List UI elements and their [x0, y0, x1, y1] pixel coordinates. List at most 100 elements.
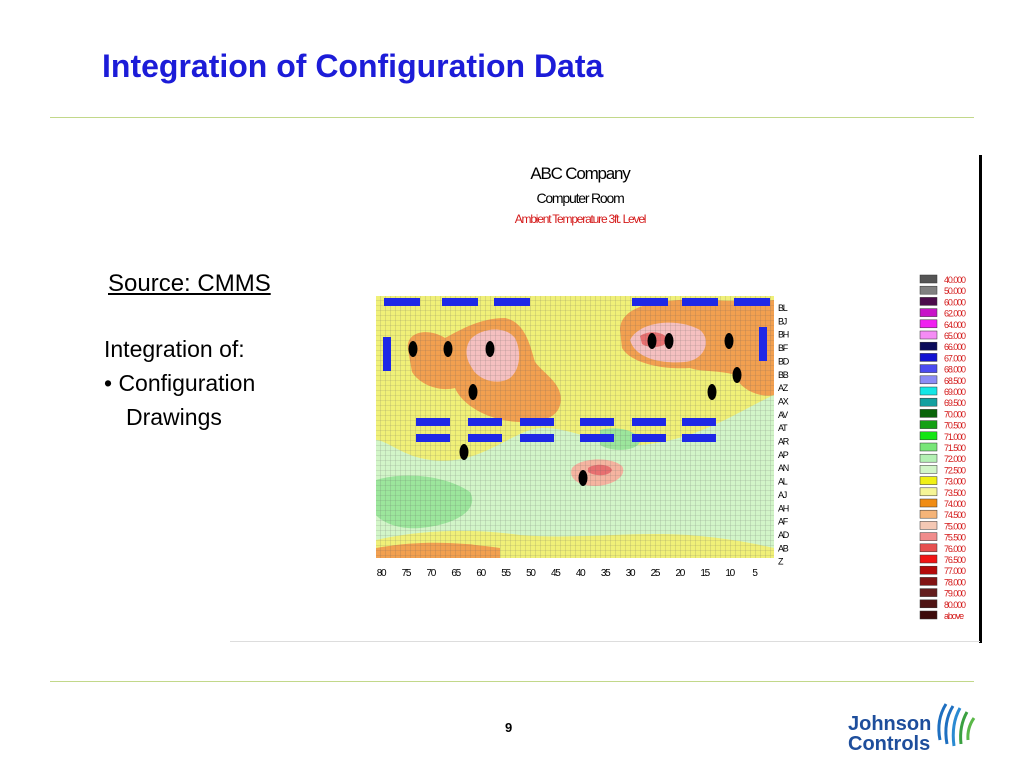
legend-label: 40.000: [944, 275, 966, 285]
legend-label: 67.000: [944, 353, 966, 363]
legend-label: 62.000: [944, 309, 966, 319]
legend-swatch: [919, 341, 938, 351]
rack-unit: [632, 418, 666, 426]
legend-label: 79.000: [944, 589, 966, 599]
legend-swatch: [919, 274, 938, 284]
x-tick-label: 45: [551, 568, 561, 579]
legend-label: 76.500: [944, 555, 966, 565]
legend-label: 76.000: [944, 544, 966, 554]
legend-swatch: [919, 375, 938, 385]
legend-swatch: [919, 308, 938, 317]
x-tick-label: 65: [451, 568, 461, 579]
y-tick-label: BJ: [778, 316, 787, 326]
sensor-marker: [732, 367, 742, 383]
y-tick-label: AV: [778, 410, 788, 420]
legend-label: 68.500: [944, 376, 966, 386]
rack-unit: [682, 298, 718, 306]
bullet-configuration: • Configuration: [104, 370, 256, 396]
johnson-controls-logo: Johnson Controls: [848, 700, 978, 758]
bullet-drawings: Drawings: [126, 404, 222, 430]
y-tick-label: AD: [778, 530, 790, 540]
rack-unit: [682, 434, 716, 442]
chart-subtitle: Computer Room: [536, 190, 624, 206]
legend-swatch: [919, 353, 938, 362]
sensor-marker: [443, 341, 453, 357]
y-tick-label: Z: [778, 557, 784, 567]
rack-unit: [580, 418, 614, 426]
x-tick-label: 70: [427, 568, 437, 579]
y-tick-label: AJ: [778, 490, 787, 500]
legend-swatch: [919, 577, 938, 586]
chart-caption: Ambient Temperature 3ft. Level: [514, 212, 647, 226]
legend-swatch: [919, 532, 938, 541]
rack-unit: [632, 434, 666, 442]
y-tick-label: BD: [778, 356, 790, 366]
legend-label: 78.000: [944, 577, 966, 587]
rack-unit: [734, 298, 770, 306]
slide-title: Integration of Configuration Data: [102, 48, 604, 84]
legend-swatch: [919, 364, 938, 373]
legend-swatch: [919, 431, 938, 441]
rack-unit: [468, 418, 502, 426]
y-tick-label: BF: [778, 343, 789, 353]
top-divider: [50, 117, 974, 118]
legend-swatch: [919, 285, 938, 295]
x-tick-label: 15: [700, 568, 710, 579]
page-number: 9: [505, 720, 513, 735]
source-label: Source: CMMS: [108, 270, 271, 297]
y-tick-label: AT: [778, 423, 788, 433]
legend-swatch: [919, 409, 938, 418]
legend-label: 65.000: [944, 331, 966, 341]
y-tick-label: AP: [778, 450, 789, 460]
x-tick-label: 25: [651, 568, 661, 579]
bottom-divider: [50, 681, 974, 682]
sensor-markers: [408, 333, 742, 486]
temperature-legend: 40.00050.00060.00062.00064.00065.00066.0…: [919, 274, 967, 621]
legend-swatch: [919, 397, 938, 407]
rack-unit: [384, 298, 420, 306]
legend-swatch: [919, 599, 938, 609]
legend-label: 74.000: [944, 499, 966, 509]
x-tick-label: 5: [752, 568, 758, 579]
chart-right-border: [979, 155, 982, 643]
integration-heading: Integration of:: [104, 336, 245, 362]
legend-label: 71.000: [944, 432, 966, 442]
legend-swatch: [919, 297, 938, 306]
y-tick-label: BH: [778, 330, 789, 340]
y-tick-label: BL: [778, 303, 788, 313]
legend-label: 60.000: [944, 297, 966, 307]
legend-label: 70.500: [944, 421, 966, 431]
sensor-marker: [578, 470, 588, 486]
legend-swatch: [919, 554, 938, 564]
sensor-marker: [468, 384, 478, 400]
y-tick-label: AF: [778, 517, 789, 527]
sensor-marker: [707, 384, 717, 400]
legend-label: 77.000: [944, 566, 966, 576]
legend-swatch: [919, 487, 938, 497]
legend-label: 75.000: [944, 521, 966, 531]
sensor-marker: [408, 341, 418, 357]
y-tick-label: AB: [778, 543, 789, 553]
rack-unit: [416, 418, 450, 426]
equipment-racks: [383, 298, 770, 442]
x-tick-label: 35: [601, 568, 611, 579]
logo-line-controls: Controls: [848, 733, 931, 755]
legend-label: 64.000: [944, 320, 966, 330]
legend-label: 72.500: [944, 465, 966, 475]
legend-label: 75.500: [944, 533, 966, 543]
y-tick-label: AL: [778, 477, 788, 487]
legend-swatch: [919, 476, 938, 485]
rack-unit: [759, 327, 767, 361]
sensor-marker: [459, 444, 469, 460]
x-tick-label: 20: [676, 568, 686, 579]
legend-label: 80.000: [944, 600, 966, 610]
legend-swatch: [919, 386, 938, 396]
rack-unit: [416, 434, 450, 442]
grid-overlay: [376, 296, 774, 558]
legend-swatch: [919, 565, 938, 575]
legend-swatch: [919, 509, 938, 519]
chart-title: ABC Company: [530, 164, 630, 183]
legend-label: 74.500: [944, 510, 966, 520]
